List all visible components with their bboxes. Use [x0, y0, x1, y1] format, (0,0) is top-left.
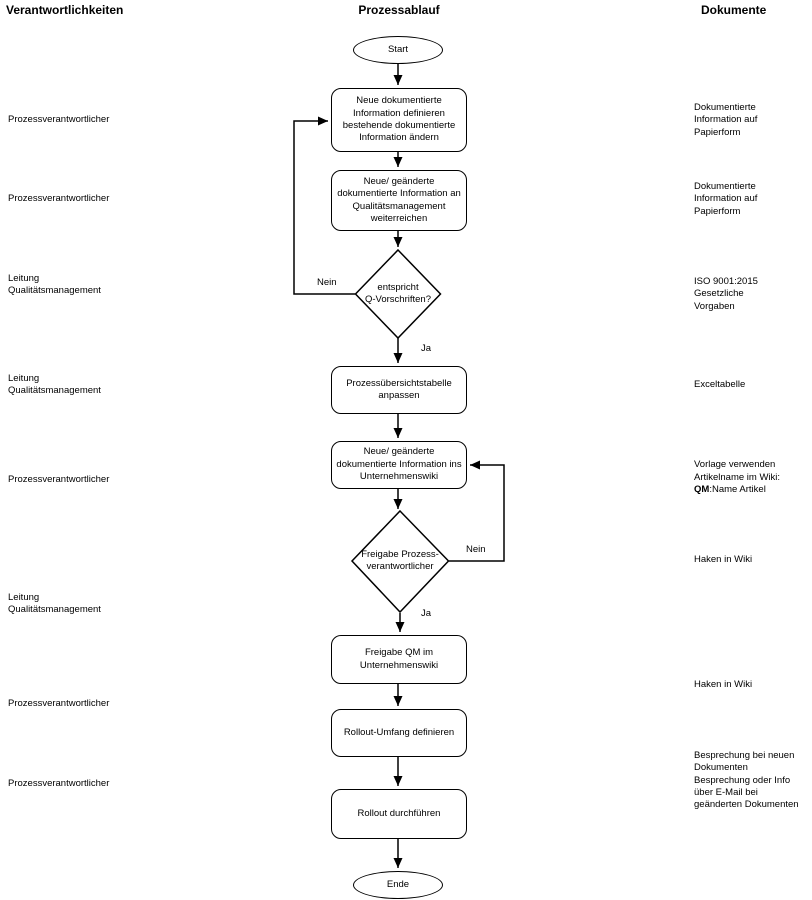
arrow-release-nein-loop [449, 460, 505, 562]
responsibility-label: Prozessverantwortlicher [8, 778, 110, 789]
edge-label-q-nein: Nein [317, 277, 337, 288]
arrow-qcheck-nein-loop [293, 116, 355, 295]
wiki-prefix-bold: QM [694, 483, 710, 495]
edge-label-q-ja: Ja [421, 343, 432, 354]
column-header-responsibilities: Verantwortlichkeiten [6, 3, 124, 17]
process-adjust-overview-table: Prozessübersichtstabelle anpassen [331, 366, 467, 414]
responsibility-label: Prozessverantwortlicher [8, 193, 110, 204]
document-note: Haken in Wiki [694, 554, 753, 565]
responsibility-label: Leitung Qualitätsmanagement [8, 592, 101, 616]
document-note: Exceltabelle [694, 379, 746, 390]
process-info-into-wiki: Neue/ geänderte dokumentierte Informatio… [331, 441, 467, 489]
responsibility-label: Leitung Qualitätsmanagement [8, 373, 101, 397]
process-forward-to-qm: Neue/ geänderte dokumentierte Informatio… [331, 170, 467, 231]
document-note: ISO 9001:2015 Gesetzliche Vorgaben [694, 276, 758, 312]
document-note: Besprechung bei neuen Dokumenten Besprec… [694, 750, 799, 811]
responsibility-label: Prozessverantwortlicher [8, 114, 110, 125]
decision-owner-release-shape [350, 509, 450, 614]
decision-owner-release-label: Freigabe Prozess- verantwortlicher [361, 549, 439, 573]
responsibility-label: Prozessverantwortlicher [8, 698, 110, 709]
decision-q-compliance-shape [354, 248, 442, 340]
process-release-qm-wiki: Freigabe QM im Unternehmenswiki [331, 635, 467, 684]
document-note: Haken in Wiki [694, 679, 753, 690]
responsibility-label: Leitung Qualitätsmanagement [8, 273, 101, 297]
document-note-text: Vorlage verwenden Artikelname im Wiki: [694, 459, 781, 483]
end-terminator: Ende [353, 871, 443, 899]
document-note: Dokumentierte Information auf Papierform [694, 181, 758, 217]
document-note-wiki-template: Vorlage verwenden Artikelname im Wiki: Q… [694, 447, 812, 508]
document-note: Dokumentierte Information auf Papierform [694, 102, 758, 138]
document-note-wiki-name: QM:Name Artikel [694, 484, 812, 496]
column-header-process: Prozessablauf [358, 3, 440, 17]
edge-label-release-ja: Ja [421, 608, 432, 619]
start-terminator: Start [353, 36, 443, 64]
column-header-documents: Dokumente [701, 3, 767, 17]
wiki-name-rest: :Name Artikel [709, 483, 766, 495]
edge-label-release-nein: Nein [466, 544, 486, 555]
decision-q-compliance-label: entspricht Q-Vorschriften? [365, 282, 431, 306]
process-define-information: Neue dokumentierte Information definiere… [331, 88, 467, 152]
process-execute-rollout: Rollout durchführen [331, 789, 467, 839]
responsibility-label: Prozessverantwortlicher [8, 474, 110, 485]
process-define-rollout-scope: Rollout-Umfang definieren [331, 709, 467, 757]
